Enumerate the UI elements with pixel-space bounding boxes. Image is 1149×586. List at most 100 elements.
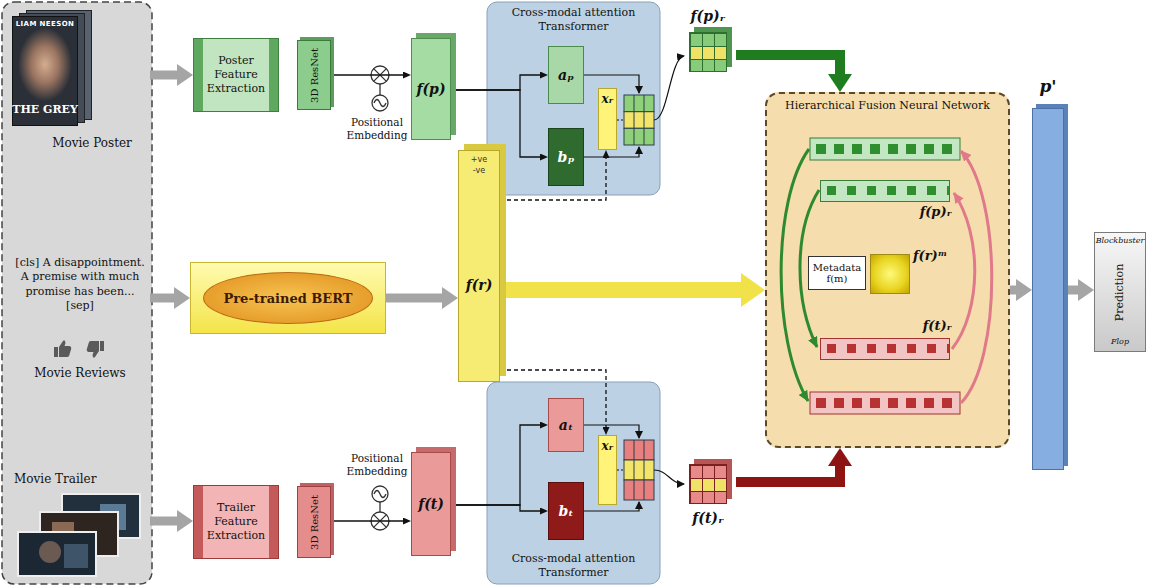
fusion-bars xyxy=(924,398,934,408)
box-text: f(r) xyxy=(459,277,499,293)
attention-arrows xyxy=(617,469,624,470)
box-text: f(t)ᵣ xyxy=(680,510,736,526)
connector xyxy=(451,505,542,511)
poster-item: LIAM NEESONTHE GREYMovie Poster xyxy=(10,8,150,153)
review-vector: xᵣ xyxy=(598,88,617,150)
box-text: Pre-trained BERT xyxy=(224,291,353,306)
fusion-bar: f(t)ᵣ xyxy=(820,318,955,362)
thumb-icons xyxy=(54,340,104,357)
sine-symbol xyxy=(374,491,386,498)
box-text: f(p) xyxy=(416,81,445,97)
connector xyxy=(736,462,840,483)
connector xyxy=(331,74,405,75)
fusion-bars xyxy=(942,144,952,154)
fused-cube: f(p)ᵣ xyxy=(680,8,736,83)
feature-square xyxy=(870,254,910,294)
input-panel xyxy=(2,2,152,584)
box-text: Movie Reviews xyxy=(10,366,150,380)
connector xyxy=(500,282,747,298)
box-text: aₜ xyxy=(559,417,573,433)
attention-grid xyxy=(624,440,654,460)
sine-symbol xyxy=(379,502,380,512)
thumb-icons xyxy=(54,347,58,357)
query-block: aₚ xyxy=(548,46,584,104)
trailer-frames xyxy=(18,494,140,576)
free-label: Positional Embedding xyxy=(344,116,410,142)
fusion-bars xyxy=(816,398,952,408)
box-text: Flop xyxy=(1095,337,1145,346)
attention-panel-fill xyxy=(487,382,660,584)
vector-bar xyxy=(1032,108,1064,470)
box-text: f(r)ᵐ xyxy=(913,248,948,263)
text-slot: [cls] A disappointment. A premise with m… xyxy=(14,256,146,313)
box-text: f(t) xyxy=(418,496,444,512)
fusion-bars xyxy=(906,398,916,408)
key-block: bₜ xyxy=(548,482,584,540)
box-text: Hierarchical Fusion Neural Network xyxy=(775,99,1000,113)
review-slab: +ve-vef(r) xyxy=(458,150,500,382)
attention-grid xyxy=(624,95,654,112)
cube-shape xyxy=(689,464,727,504)
trailer-frames xyxy=(64,544,88,568)
text-slot: Prediction xyxy=(1095,233,1145,351)
fusion-panel: Hierarchical Fusion Neural Network f(p)ᵣM… xyxy=(765,92,1010,448)
fusion-curves xyxy=(961,151,992,403)
connector xyxy=(451,90,542,157)
fusion-panel-fill xyxy=(765,92,1010,448)
attention-grid xyxy=(624,460,654,480)
cube-shape xyxy=(689,32,727,72)
connector xyxy=(386,294,446,303)
connector xyxy=(451,75,542,90)
attention-arrows xyxy=(654,470,684,484)
feature-slab: f(p) xyxy=(411,38,451,140)
resnet-block: 3D ResNet xyxy=(297,40,331,110)
trailer-frames xyxy=(39,541,61,563)
fusion-bars xyxy=(888,398,898,408)
query-block: aₜ xyxy=(548,398,584,452)
text-slot: LIAM NEESON xyxy=(12,20,78,28)
fused-cube: f(t)ᵣ xyxy=(680,458,736,533)
thumb-icons xyxy=(54,340,71,357)
text-slot: THE GREY xyxy=(12,103,78,116)
sine-symbol xyxy=(372,486,388,502)
key-block: bₚ xyxy=(548,128,584,186)
box-text: THE GREY xyxy=(12,103,78,116)
fusion-bars xyxy=(834,398,844,408)
box-text: f(t)ᵣ xyxy=(910,318,952,333)
connector xyxy=(1010,286,1020,295)
text-slot: Blockbuster xyxy=(1095,236,1145,245)
fusion-bars xyxy=(924,144,934,154)
box-text: Blockbuster xyxy=(1095,236,1145,245)
text-slot: Cross-modal attention Transformer xyxy=(491,6,656,34)
feature-extraction-box: Poster Feature Extraction xyxy=(193,38,279,112)
fusion-bar: f(p)ᵣ xyxy=(820,178,955,222)
text-slot: f(t)ᵣ xyxy=(910,318,952,333)
box-text: aₚ xyxy=(558,67,574,83)
box-text: [cls] A disappointment. A premise with m… xyxy=(14,256,146,313)
input-panel xyxy=(2,2,152,584)
connector xyxy=(150,517,181,526)
trailer-frames xyxy=(18,532,96,576)
sine-symbol xyxy=(372,95,388,111)
box-text: Metadata f(m) xyxy=(809,262,865,285)
metadata-box: Metadata f(m) xyxy=(808,256,866,290)
attention-arrows xyxy=(654,56,684,120)
connector xyxy=(736,55,840,79)
box-text: xᵣ xyxy=(601,439,613,504)
thumb-icons xyxy=(87,341,99,358)
label-slot: Positional Embedding xyxy=(344,452,410,478)
attention-panel-fill xyxy=(487,2,660,195)
box-text: LIAM NEESON xyxy=(12,20,78,28)
attention-grid xyxy=(624,480,654,500)
bar-shape xyxy=(820,180,950,202)
review-item: [cls] A disappointment. A premise with m… xyxy=(10,252,150,387)
feature-extraction-box: Trailer Feature Extraction xyxy=(193,485,279,559)
review-vector: xᵣ xyxy=(598,435,617,505)
bert-box: Pre-trained BERT xyxy=(190,262,386,334)
text-slot: f(r)ᵐ xyxy=(913,248,948,263)
fusion-bars xyxy=(816,144,952,154)
text-slot: Flop xyxy=(1095,337,1145,346)
fusion-bars xyxy=(816,398,826,408)
attention-grid xyxy=(624,112,654,129)
